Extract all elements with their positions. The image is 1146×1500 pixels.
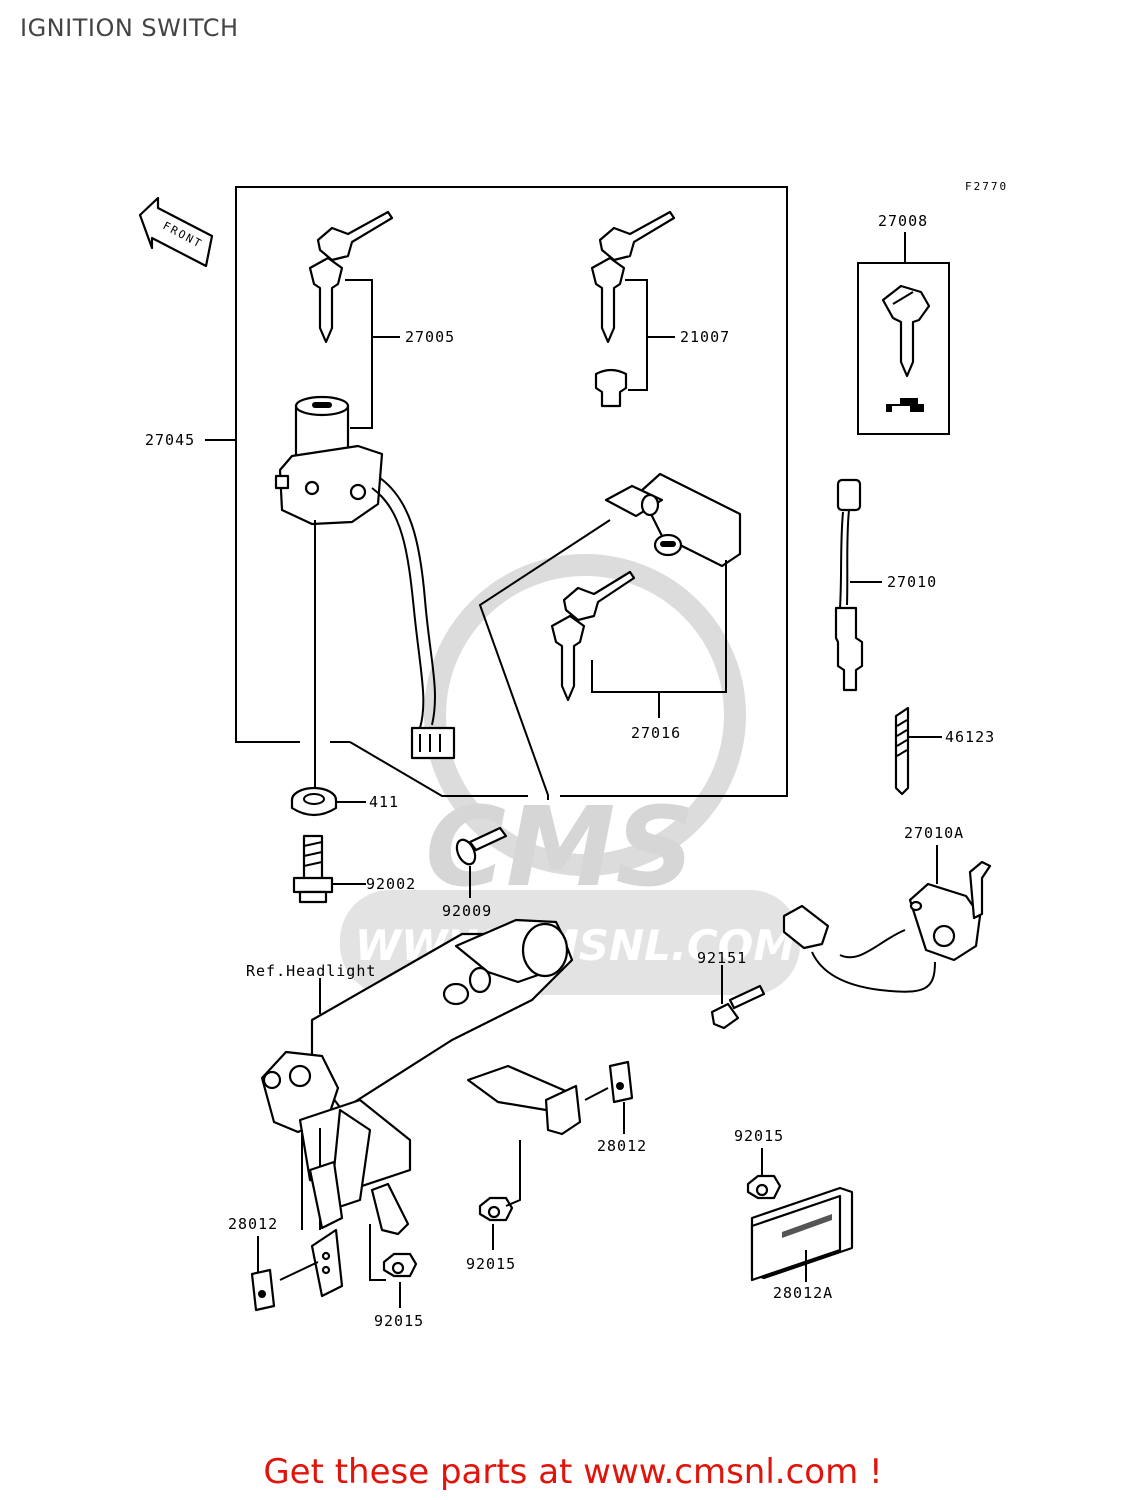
front-arrow-icon: FRONT	[138, 196, 214, 268]
switch-27010	[834, 478, 864, 692]
callout-27016: 27016	[631, 724, 681, 742]
bolt-92151	[710, 984, 766, 1030]
assembly-box-27045	[235, 186, 788, 797]
callout-27010: 27010	[887, 573, 937, 591]
seat-lock-27016	[604, 472, 742, 568]
pad-28012-left	[250, 1268, 276, 1312]
key-pair-21007	[590, 210, 676, 408]
spring-pin-46123	[894, 706, 910, 796]
callout-27010A: 27010A	[904, 824, 964, 842]
key-pair-27016	[550, 570, 636, 702]
callout-92002: 92002	[366, 875, 416, 893]
callout-92015-left: 92015	[374, 1312, 424, 1330]
reflector-28012A	[750, 1186, 854, 1282]
callout-92009: 92009	[442, 902, 492, 920]
callout-411: 411	[369, 793, 399, 811]
key-pair-27005	[308, 210, 394, 344]
page-title: IGNITION SWITCH	[20, 14, 239, 42]
callout-92015-mid: 92015	[466, 1255, 516, 1273]
callout-46123: 46123	[945, 728, 995, 746]
switch-27010A	[782, 860, 992, 993]
bolt-92002	[292, 834, 334, 904]
screw-92009	[455, 826, 508, 866]
callout-28012A: 28012A	[773, 1284, 833, 1302]
figure-code: F2770	[965, 180, 1008, 193]
nut-92015-mid	[478, 1196, 514, 1222]
nut-92015-left	[382, 1252, 418, 1278]
spare-key-27008	[857, 262, 950, 435]
parts-diagram: CMS WWW.CMSNL.COM F2770 FRONT	[138, 180, 1008, 1330]
washer-411	[290, 786, 338, 817]
callout-28012-left: 28012	[228, 1215, 278, 1233]
promo-link[interactable]: Get these parts at www.cmsnl.com !	[263, 1452, 883, 1492]
callout-27008: 27008	[878, 212, 928, 230]
callout-92015-right: 92015	[734, 1127, 784, 1145]
callout-92151: 92151	[697, 949, 747, 967]
headlight-bracket	[260, 918, 582, 1298]
callout-21007: 21007	[680, 328, 730, 346]
callout-28012-right: 28012	[597, 1137, 647, 1155]
nut-92015-right	[746, 1174, 782, 1200]
callout-ref-headlight: Ref.Headlight	[246, 962, 376, 980]
callout-27045: 27045	[145, 431, 195, 449]
ignition-switch-assembly	[274, 395, 456, 760]
callout-27005: 27005	[405, 328, 455, 346]
pad-28012-right	[608, 1060, 634, 1104]
